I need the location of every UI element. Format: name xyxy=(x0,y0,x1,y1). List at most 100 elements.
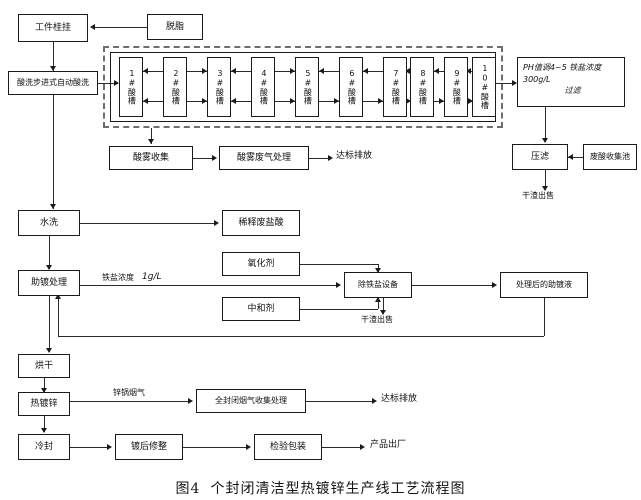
arrow-tank-lower-2 xyxy=(202,98,207,104)
edge-tank-lower-3 xyxy=(231,101,251,102)
arrow-filterpress-to-dryslag xyxy=(542,186,548,191)
edge-label-zinc-pot-fume: 锌锅烟气 xyxy=(113,388,145,398)
acid-tank-2-text: 2#酸槽 xyxy=(171,69,181,105)
node-dry-slag-sale-top-label: 干渣出售 xyxy=(522,191,554,200)
arrow-tank-upper-4 xyxy=(290,68,295,74)
arrow-ironremoval-to-dryslag xyxy=(380,310,386,315)
arrow-degrease-to-hanging xyxy=(90,24,95,30)
node-discharge-standard-top: 达标排放 xyxy=(336,151,372,162)
edge-fume-to-discharge xyxy=(306,401,374,402)
arrow-rinse-to-dilute xyxy=(214,220,219,226)
node-dilute-waste-acid: 稀释废盐酸 xyxy=(222,210,300,236)
node-discharge-standard-bottom: 达标排放 xyxy=(381,394,417,405)
arrow-tank-lower-5 xyxy=(334,98,339,104)
acid-tank-group-dashed xyxy=(103,46,503,128)
acid-tank-1-text: 1#酸槽 xyxy=(127,69,137,105)
edge-tank-upper-6 xyxy=(363,71,383,72)
arrow-pool-to-filterpress xyxy=(568,154,573,160)
node-ph-control-line2: 铁盐浓度 300g/L xyxy=(523,63,602,84)
node-filter-press-label: 压滤 xyxy=(530,151,549,162)
arrow-tank-lower-7 xyxy=(406,98,411,104)
node-fume-collect-treat-label: 全封闭烟气收集处理 xyxy=(215,396,287,406)
node-auto-pickling-label: 酸洗步进式自动酸洗 xyxy=(17,78,89,88)
node-auto-pickling: 酸洗步进式自动酸洗 xyxy=(8,71,98,95)
edge-label-iron-concentration: 铁盐浓度 xyxy=(102,273,134,283)
edge-treatedflux-return-h xyxy=(58,336,544,337)
arrow-tank-upper-9 xyxy=(466,68,471,74)
arrow-tank-lower-8 xyxy=(439,98,444,104)
node-oxidant: 氧化剂 xyxy=(222,252,300,276)
node-post-plating-trim: 镀后修整 xyxy=(115,434,183,460)
node-water-rinse: 水洗 xyxy=(18,210,80,236)
edge-cooling-to-trim xyxy=(70,447,108,448)
edge-mist-treat-to-discharge xyxy=(309,158,330,159)
edge-rinse-to-dilute xyxy=(80,223,216,224)
acid-tank-8: 8#酸槽 xyxy=(410,57,434,117)
acid-tank-5-text: 5#酸槽 xyxy=(303,69,313,105)
node-waste-acid-pool: 废酸收集池 xyxy=(583,144,637,170)
figure-caption-text: 个封闭清洁型热镀锌生产线工艺流程图 xyxy=(210,481,466,497)
node-ph-control-line1: PH值调4~5 xyxy=(523,63,567,72)
node-dry-slag-sale-mid: 干渣出售 xyxy=(361,315,393,325)
edge-galv-to-fume xyxy=(70,401,188,402)
arrow-tank-lower-4 xyxy=(290,98,295,104)
node-neutralizer-label: 中和剂 xyxy=(247,303,275,314)
arrow-drying-to-galv xyxy=(41,388,47,393)
arrow-tank-upper-2 xyxy=(202,68,207,74)
node-ph-control: PH值调4~5 铁盐浓度 300g/L 过滤 xyxy=(517,57,625,107)
node-iron-removal-label: 除铁盐设备 xyxy=(358,280,398,290)
edge-degrease-to-hanging xyxy=(95,27,147,28)
node-post-plating-trim-label: 镀后修整 xyxy=(130,441,167,452)
node-cooling: 冷封 xyxy=(18,434,70,460)
node-product-out: 产品出厂 xyxy=(370,440,406,451)
node-dry-slag-sale-mid-label: 干渣出售 xyxy=(361,315,393,324)
edge-tank-upper-8 xyxy=(434,71,444,72)
arrow-tank-upper-5 xyxy=(319,68,324,74)
arrow-pickling-to-tanks xyxy=(114,80,119,86)
acid-tank-4: 4#酸槽 xyxy=(251,57,275,117)
node-drying: 烘干 xyxy=(18,354,70,378)
edge-label-zinc-pot-fume-text: 锌锅烟气 xyxy=(113,388,145,397)
edge-treatedflux-return-v2 xyxy=(58,296,59,336)
edge-galv-to-cooling xyxy=(44,416,45,432)
edge-flux-to-ironremoval xyxy=(80,285,338,286)
node-acid-mist-collect: 酸雾收集 xyxy=(109,146,193,170)
acid-tank-2: 2#酸槽 xyxy=(163,57,187,117)
node-flux-treat-label: 助镀处理 xyxy=(30,277,67,288)
edge-ironremoval-to-dryslag xyxy=(383,298,384,314)
acid-tank-10: 10#酸槽 xyxy=(472,57,496,117)
edge-tank-lower-5 xyxy=(319,101,339,102)
arrow-mist-treat-to-discharge xyxy=(328,155,333,161)
arrow-hanging-to-pickling xyxy=(50,66,56,71)
node-cooling-label: 冷封 xyxy=(34,441,53,452)
node-hanging-label: 工件桂挂 xyxy=(34,22,71,33)
arrow-pickling-to-rinse xyxy=(50,204,56,209)
node-treated-flux: 处理后的助镀液 xyxy=(500,272,588,298)
edge-tanks-to-ph xyxy=(496,83,516,84)
node-degrease-label: 脱脂 xyxy=(165,21,184,32)
edge-tank-upper-2 xyxy=(187,71,207,72)
edge-ironremoval-to-treatedflux xyxy=(412,285,494,286)
node-acid-mist-treat-label: 酸雾废气处理 xyxy=(236,152,291,163)
node-dry-slag-sale-top: 干渣出售 xyxy=(522,191,554,201)
node-hot-dip-galvanizing: 热镀锌 xyxy=(18,392,70,416)
edge-trim-to-inspect xyxy=(183,447,247,448)
arrow-flux-to-drying xyxy=(46,348,52,353)
node-flux-treat: 助镀处理 xyxy=(18,270,80,296)
arrow-inspect-to-product xyxy=(360,444,365,450)
edge-tank-lower-6 xyxy=(363,101,383,102)
edge-pickling-to-rinse xyxy=(53,95,54,209)
arrow-treatedflux-return xyxy=(55,294,61,299)
edge-tanks-to-mist xyxy=(151,128,152,144)
edge-neutralizer-v xyxy=(378,298,379,309)
node-acid-mist-treat: 酸雾废气处理 xyxy=(219,146,309,170)
node-dilute-waste-acid-label: 稀释废盐酸 xyxy=(238,217,284,228)
node-ph-control-line3: 过滤 xyxy=(564,86,581,96)
arrow-cooling-to-trim xyxy=(107,444,112,450)
edge-tank-upper-5 xyxy=(319,71,339,72)
arrow-oxidant-to-ironremoval xyxy=(375,268,381,273)
acid-tank-3: 3#酸槽 xyxy=(207,57,231,117)
edge-flux-to-drying xyxy=(49,296,50,352)
node-treated-flux-label: 处理后的助镀液 xyxy=(516,280,572,290)
